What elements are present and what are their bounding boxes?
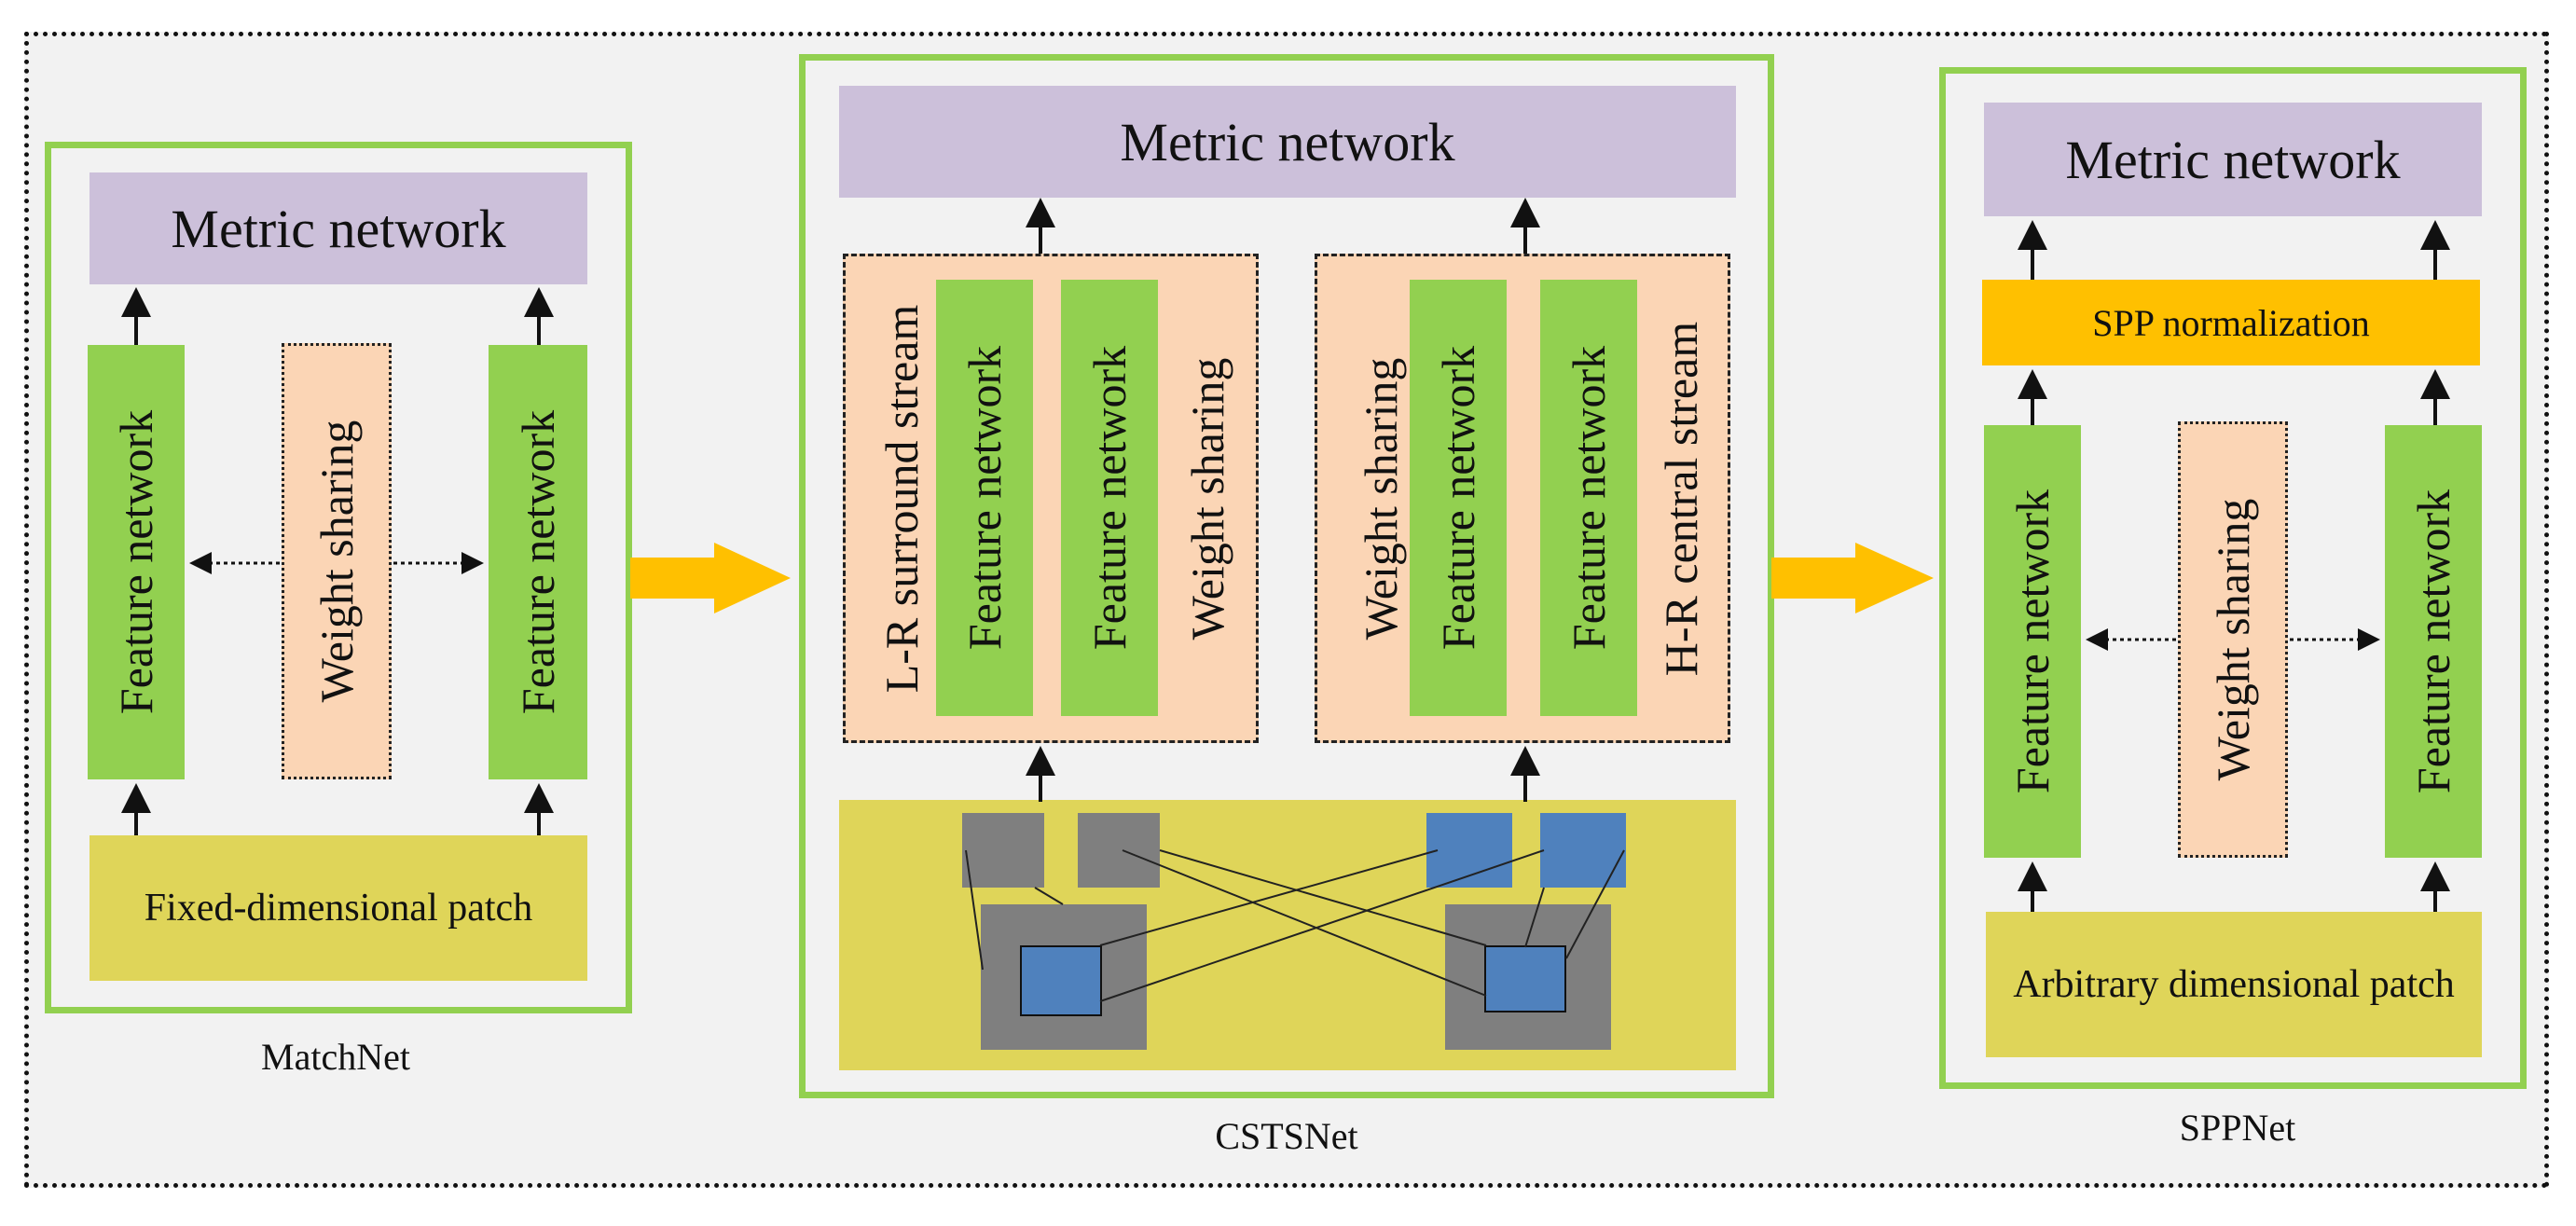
cstsnet-lr-feature-network-2: Feature network [1061, 280, 1158, 716]
sppnet-arbitrary-patch: Arbitrary dimensional patch [1986, 912, 2482, 1057]
cstsnet-hr-feature-network-2: Feature network [1540, 280, 1637, 716]
matchnet-patch-label: Fixed-dimensional patch [144, 887, 533, 930]
cstsnet-metric-label: Metric network [1120, 111, 1455, 172]
cstsnet-hr-central-stream: Weight sharing H-R central stream [1315, 254, 1730, 743]
sppnet-patch-label: Arbitrary dimensional patch [2013, 963, 2455, 1006]
cstsnet-gray-small-patch-2 [1078, 813, 1160, 888]
sppnet-spp-normalization: SPP normalization [1982, 280, 2480, 365]
transition-arrow-cstsnet-to-sppnet [1771, 543, 1934, 613]
sppnet-caption: SPPNet [2179, 1107, 2296, 1149]
matchnet-feature-network-right: Feature network [489, 345, 587, 779]
cstsnet-blue-center-patch-left [1020, 945, 1102, 1016]
cstsnet-gray-small-patch-1 [962, 813, 1044, 888]
sppnet-spp-label: SPP normalization [2092, 301, 2370, 344]
sppnet-metric-label: Metric network [2065, 129, 2401, 190]
cstsnet-lr-surround-stream: L-R surround stream Weight sharing [843, 254, 1259, 743]
transition-arrow-matchnet-to-cstsnet [630, 543, 791, 613]
matchnet-metric-label: Metric network [171, 198, 506, 259]
matchnet-caption: MatchNet [261, 1036, 410, 1078]
cstsnet-caption: CSTSNet [1215, 1115, 1358, 1157]
cstsnet-patch-connectors [965, 849, 1625, 1002]
matchnet-weight-sharing: Weight sharing [282, 343, 392, 779]
cstsnet-hr-feature-network-1: Feature network [1410, 280, 1507, 716]
sppnet-feature-network-right: Feature network [2385, 425, 2482, 858]
cstsnet-metric-network: Metric network [839, 86, 1736, 198]
matchnet-fixed-patch: Fixed-dimensional patch [90, 835, 587, 981]
sppnet-weight-sharing: Weight sharing [2178, 421, 2288, 858]
matchnet-feature-network-left: Feature network [88, 345, 185, 779]
sppnet-metric-network: Metric network [1984, 103, 2482, 216]
sppnet-feature-network-left: Feature network [1984, 425, 2081, 858]
cstsnet-lr-feature-network-1: Feature network [936, 280, 1033, 716]
matchnet-metric-network: Metric network [90, 172, 587, 284]
